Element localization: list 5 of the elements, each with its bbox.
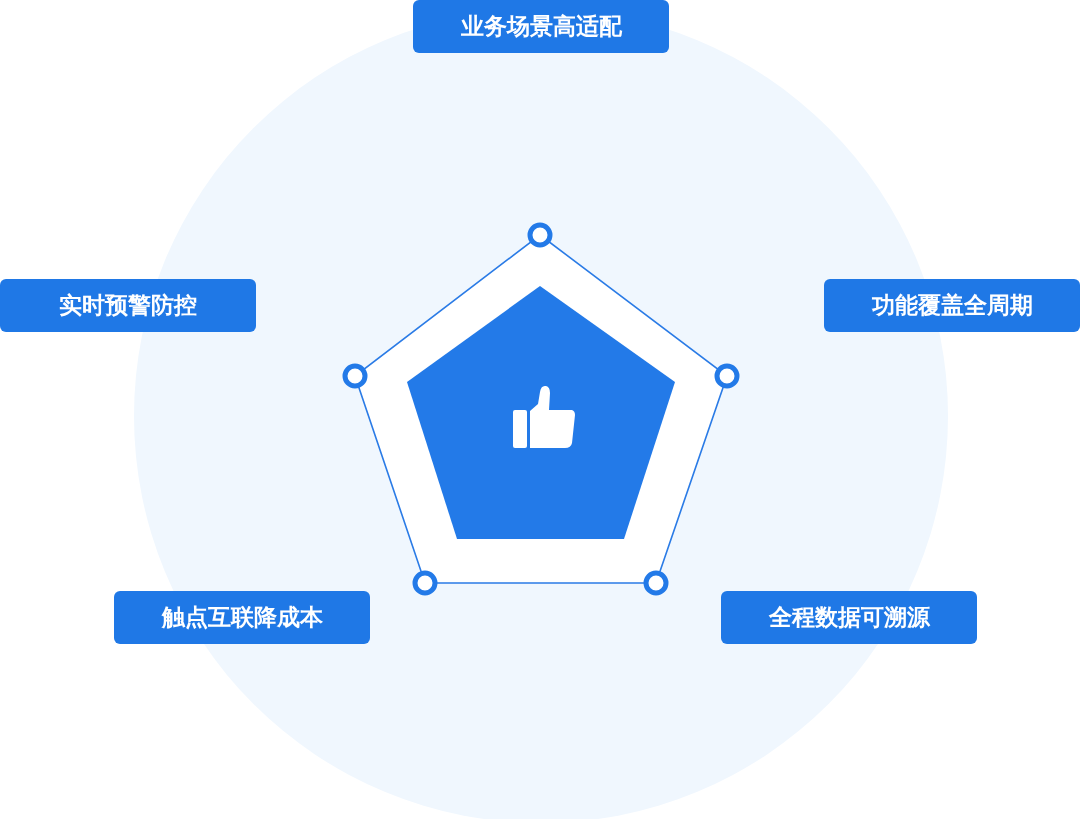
label-box: 全程数据可溯源 — [721, 591, 977, 644]
label-box: 实时预警防控 — [0, 279, 256, 332]
label-box: 触点互联降成本 — [114, 591, 370, 644]
label-box: 功能覆盖全周期 — [824, 279, 1080, 332]
label-box: 业务场景高适配 — [413, 0, 669, 53]
